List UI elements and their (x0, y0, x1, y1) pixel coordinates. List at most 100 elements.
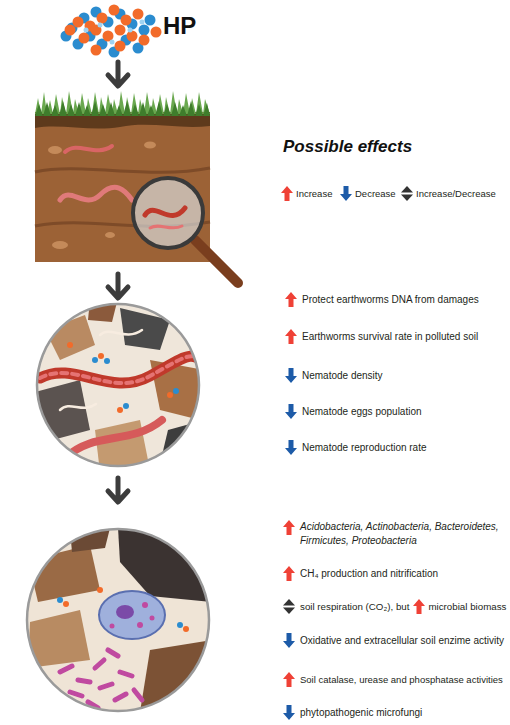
soil-microbe-circle (70, 692, 82, 696)
grass (35, 101, 210, 116)
magnifying-glass (150, 226, 182, 228)
soil-fauna-circle (35, 380, 90, 442)
orange-particles (109, 5, 120, 16)
orange-particles (91, 45, 102, 56)
effect-text: Soil catalase, urease and phosphatase ac… (300, 673, 503, 686)
increase-arrow (285, 329, 297, 344)
effect-text: Acidobacteria, Actinobacteria, Bacteroid… (300, 520, 508, 548)
soil-microbe-circle (177, 622, 183, 628)
soil-microbe-circle (120, 672, 132, 676)
effect-text: Oxidative and extracellular soil enzime … (300, 634, 504, 647)
soil-microbe-circle (137, 622, 143, 628)
orange-particles (97, 13, 108, 24)
soil-microbe-circle (95, 660, 104, 668)
effect-text: Earthworms survival rate in polluted soi… (302, 330, 478, 343)
increase-arrow (285, 292, 297, 307)
soil-microbe-circle (183, 626, 189, 632)
soil-microbe-circle (50, 688, 58, 698)
soil-fauna-circle (100, 330, 142, 335)
soil-block (144, 142, 156, 149)
soil-microbe-circle (108, 650, 118, 656)
soil-fauna-circle (158, 420, 205, 472)
soil-microbe-circle (100, 684, 112, 688)
legend-text: Decrease (355, 188, 396, 200)
orange-particles (73, 17, 84, 28)
light-particles (128, 28, 133, 33)
soil-fauna-circle (67, 342, 73, 348)
orange-particles (139, 35, 150, 46)
soil-microbe-circle (134, 690, 142, 700)
soil-microbe-circle (150, 616, 155, 621)
blue-particles (145, 15, 156, 26)
soil-fauna-circle (40, 356, 210, 383)
decrease-arrow (285, 440, 297, 455)
increase-decrease-arrow (401, 186, 413, 193)
soil-fauna-circle (88, 298, 118, 322)
decrease-arrow (285, 368, 297, 383)
soil-fauna-circle (104, 358, 110, 364)
flow-arrow (108, 478, 128, 502)
soil-fauna-circle (92, 357, 98, 363)
orange-particles (127, 31, 138, 42)
flow-arrow (108, 62, 128, 86)
effect-text: Protect earthworms DNA from damages (302, 293, 479, 306)
soil-block (48, 146, 62, 154)
decrease-arrow (283, 633, 295, 648)
light-particles (84, 20, 145, 45)
effect-row: soil respiration (CO₂), butmicrobial bio… (283, 599, 506, 614)
soil-microbe-circle (110, 624, 115, 629)
decrease-arrow (283, 705, 295, 720)
soil-microbe-circle (60, 666, 72, 672)
orange-particles (121, 15, 132, 26)
orange-particles (151, 27, 162, 38)
increase-arrow (283, 566, 295, 581)
increase-arrow (283, 520, 295, 535)
orange-particles (133, 9, 144, 20)
substance-label: HP (163, 12, 196, 40)
blue-particles (61, 7, 156, 58)
decrease-arrow (285, 404, 297, 419)
earthworm (65, 146, 112, 152)
orange-particles (115, 25, 126, 36)
soil-microbe-circle (57, 597, 63, 603)
decrease-arrow (340, 186, 352, 201)
magnifying-glass (195, 240, 238, 283)
light-particles (84, 28, 89, 33)
decrease-arrow (285, 440, 297, 455)
soil-microbe-circle (116, 605, 134, 619)
soil-microbe-circle (27, 529, 209, 711)
soil-microbe-circle (63, 601, 69, 607)
effect-text: phytopathogenic microfungi (300, 706, 422, 719)
increase-arrow (281, 186, 293, 201)
orange-particles (115, 41, 126, 52)
decrease-arrow (283, 633, 295, 648)
magnifying-glass (145, 208, 185, 216)
soil-microbe-circle (115, 694, 126, 700)
soil-microbe-circle (27, 529, 209, 711)
soil-fauna-circle (37, 304, 199, 466)
legend-text: Increase (296, 188, 332, 200)
increase-arrow (281, 186, 293, 201)
legend-text: Increase/Decrease (416, 188, 496, 200)
soil-microbe-circle (140, 640, 212, 712)
soil-block (105, 232, 115, 238)
light-particles (110, 40, 115, 45)
light-particles (140, 20, 145, 25)
increase-arrow (285, 329, 297, 344)
effect-text: Nematode eggs population (302, 405, 422, 418)
soil-microbe-circle (99, 591, 165, 639)
soil-fauna-circle (117, 407, 123, 413)
decrease-arrow (340, 186, 352, 201)
soil-fauna-circle (120, 308, 170, 350)
magnifying-glass (133, 178, 238, 283)
soil-microbe-circle (28, 528, 212, 712)
soil-fauna-circle (60, 404, 96, 410)
soil-fauna-circle (173, 388, 179, 394)
soil-microbe-circle (142, 602, 148, 608)
soil-microbe-circle (27, 528, 212, 712)
particle-cluster (61, 5, 162, 58)
effect-text: CH₄ production and nitrification (300, 567, 438, 580)
effect-text: Nematode reproduction rate (302, 441, 427, 454)
soil-fauna-circle (98, 353, 104, 359)
soil-microbe-circle (78, 680, 90, 682)
